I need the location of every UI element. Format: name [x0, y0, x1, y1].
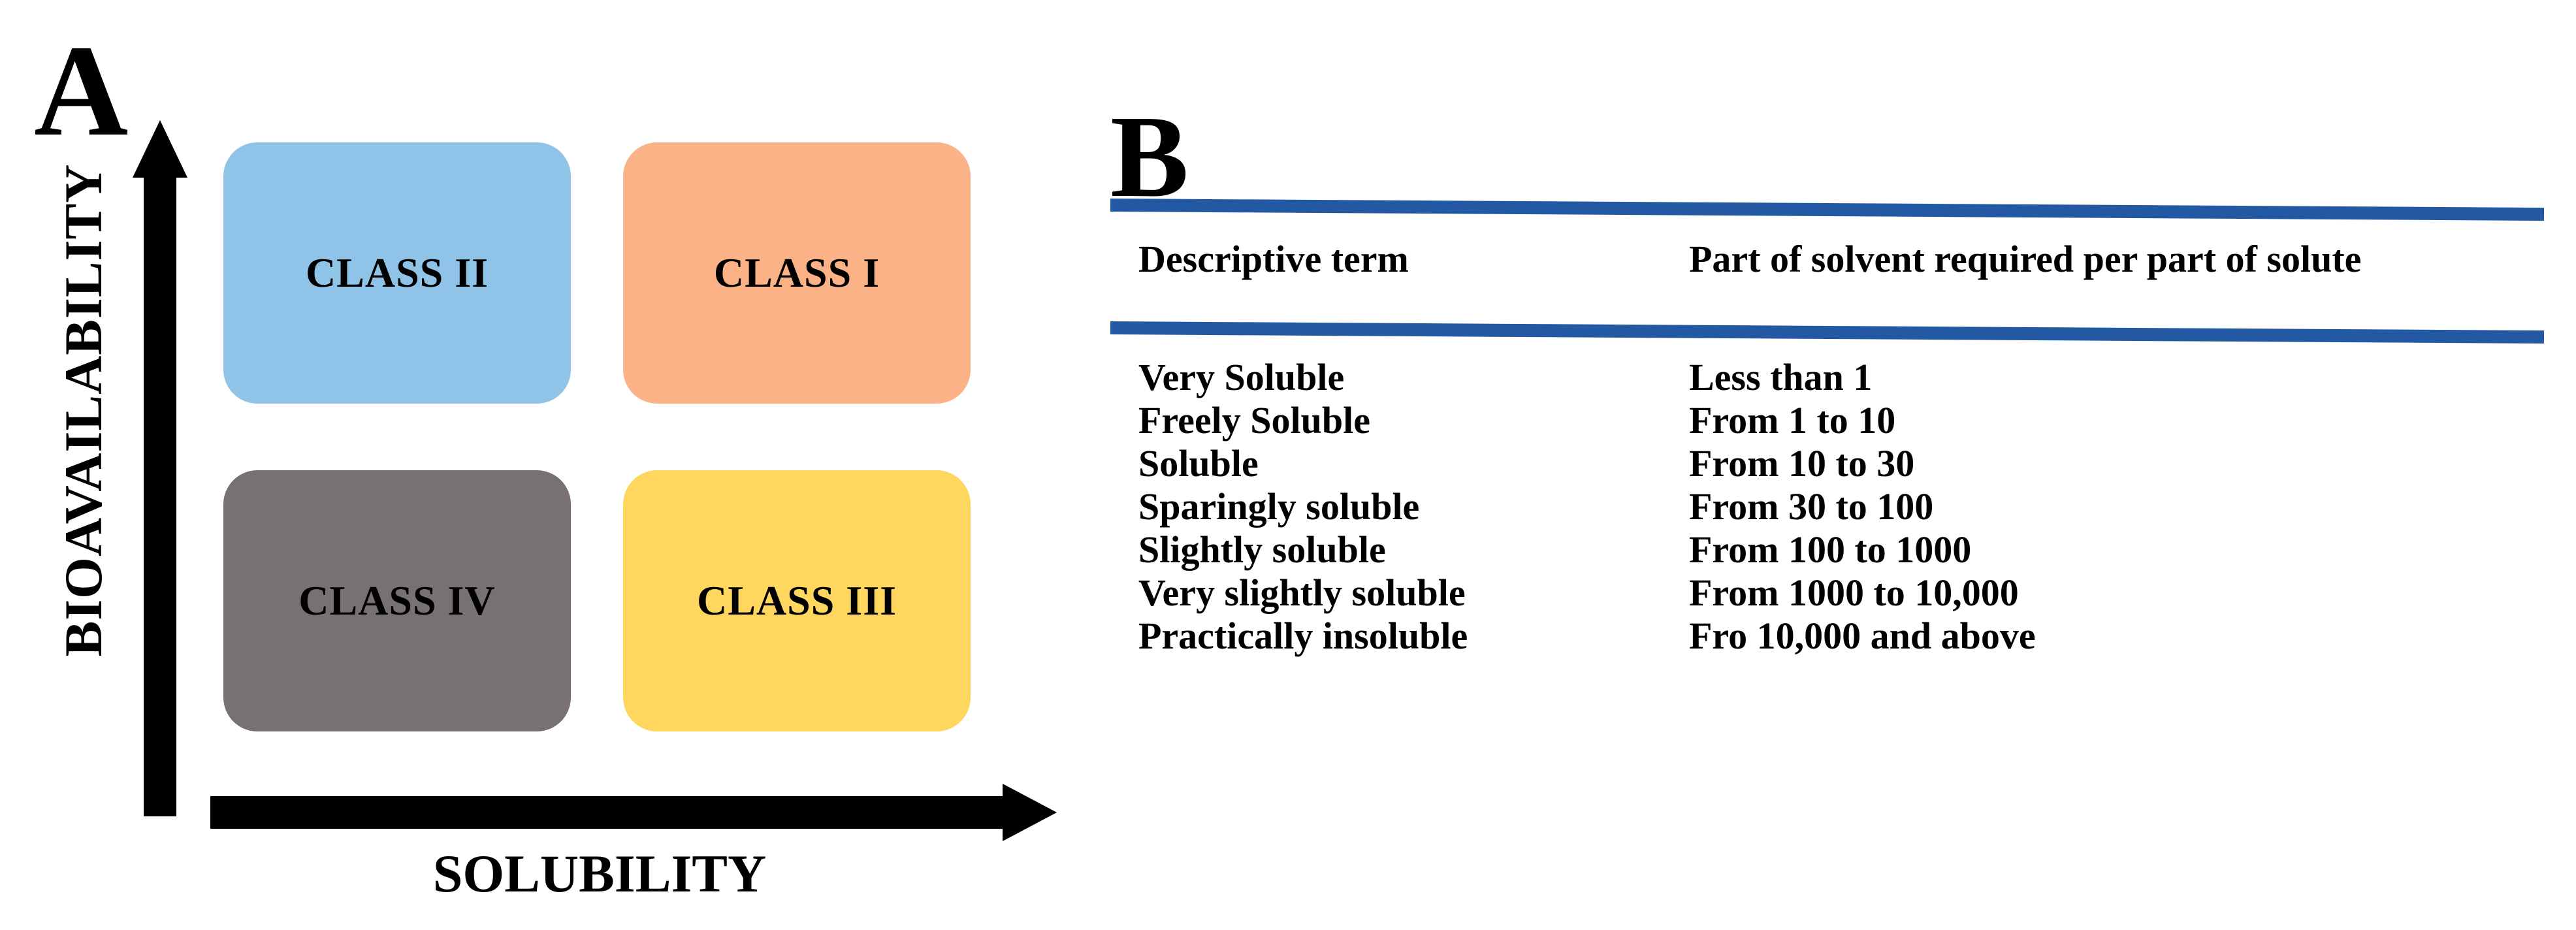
descriptive-term-cell: Slightly soluble — [1138, 528, 1386, 571]
table-row: Slightly soluble From 100 to 1000 — [0, 528, 2576, 571]
quadrant-class-3: CLASS III — [623, 470, 971, 731]
header-parts-of-solvent: Part of solvent required per part of sol… — [1689, 238, 2362, 280]
descriptive-term-cell: Very Soluble — [1138, 356, 1345, 398]
panel-b-label: B — [1110, 91, 1189, 221]
descriptive-term-cell: Freely Soluble — [1138, 399, 1370, 441]
x-axis-arrow — [210, 784, 1057, 841]
table-row: Very Soluble Less than 1 — [0, 356, 2576, 399]
parts-of-solvent-cell: From 1 to 10 — [1689, 399, 1896, 441]
parts-of-solvent-cell: Less than 1 — [1689, 356, 1873, 398]
descriptive-term-cell: Very slightly soluble — [1138, 571, 1466, 614]
table-row: Freely Soluble From 1 to 10 — [0, 399, 2576, 442]
table-row: Very slightly soluble From 1000 to 10,000 — [0, 571, 2576, 615]
quadrant-class-2: CLASS II — [223, 142, 571, 404]
quadrant-class-1: CLASS I — [623, 142, 971, 404]
table-top-rule — [1110, 199, 2545, 221]
descriptive-term-cell: Soluble — [1138, 442, 1259, 485]
quadrant-class-4: CLASS IV — [223, 470, 571, 731]
quadrant-label: CLASS III — [696, 577, 897, 624]
panel-a-label: A — [34, 19, 129, 163]
descriptive-term-cell: Sparingly soluble — [1138, 485, 1420, 528]
parts-of-solvent-cell: Fro 10,000 and above — [1689, 615, 2036, 657]
table-row: Soluble From 10 to 30 — [0, 442, 2576, 485]
x-axis-label: SOLUBILITY — [432, 844, 767, 903]
table-row: Sparingly soluble From 30 to 100 — [0, 485, 2576, 528]
parts-of-solvent-cell: From 10 to 30 — [1689, 442, 1915, 485]
table-row: Practically insoluble Fro 10,000 and abov… — [0, 615, 2576, 658]
descriptive-term-cell: Practically insoluble — [1138, 615, 1468, 657]
y-axis-arrow — [133, 120, 187, 816]
quadrant-label: CLASS I — [713, 249, 880, 296]
header-descriptive-term: Descriptive term — [1138, 238, 1409, 280]
parts-of-solvent-cell: From 100 to 1000 — [1689, 528, 1972, 571]
parts-of-solvent-cell: From 1000 to 10,000 — [1689, 571, 2019, 614]
quadrant-label: CLASS II — [305, 249, 489, 296]
quadrant-label: CLASS IV — [298, 577, 496, 624]
parts-of-solvent-cell: From 30 to 100 — [1689, 485, 1934, 528]
table-header-rule — [1110, 321, 2545, 344]
